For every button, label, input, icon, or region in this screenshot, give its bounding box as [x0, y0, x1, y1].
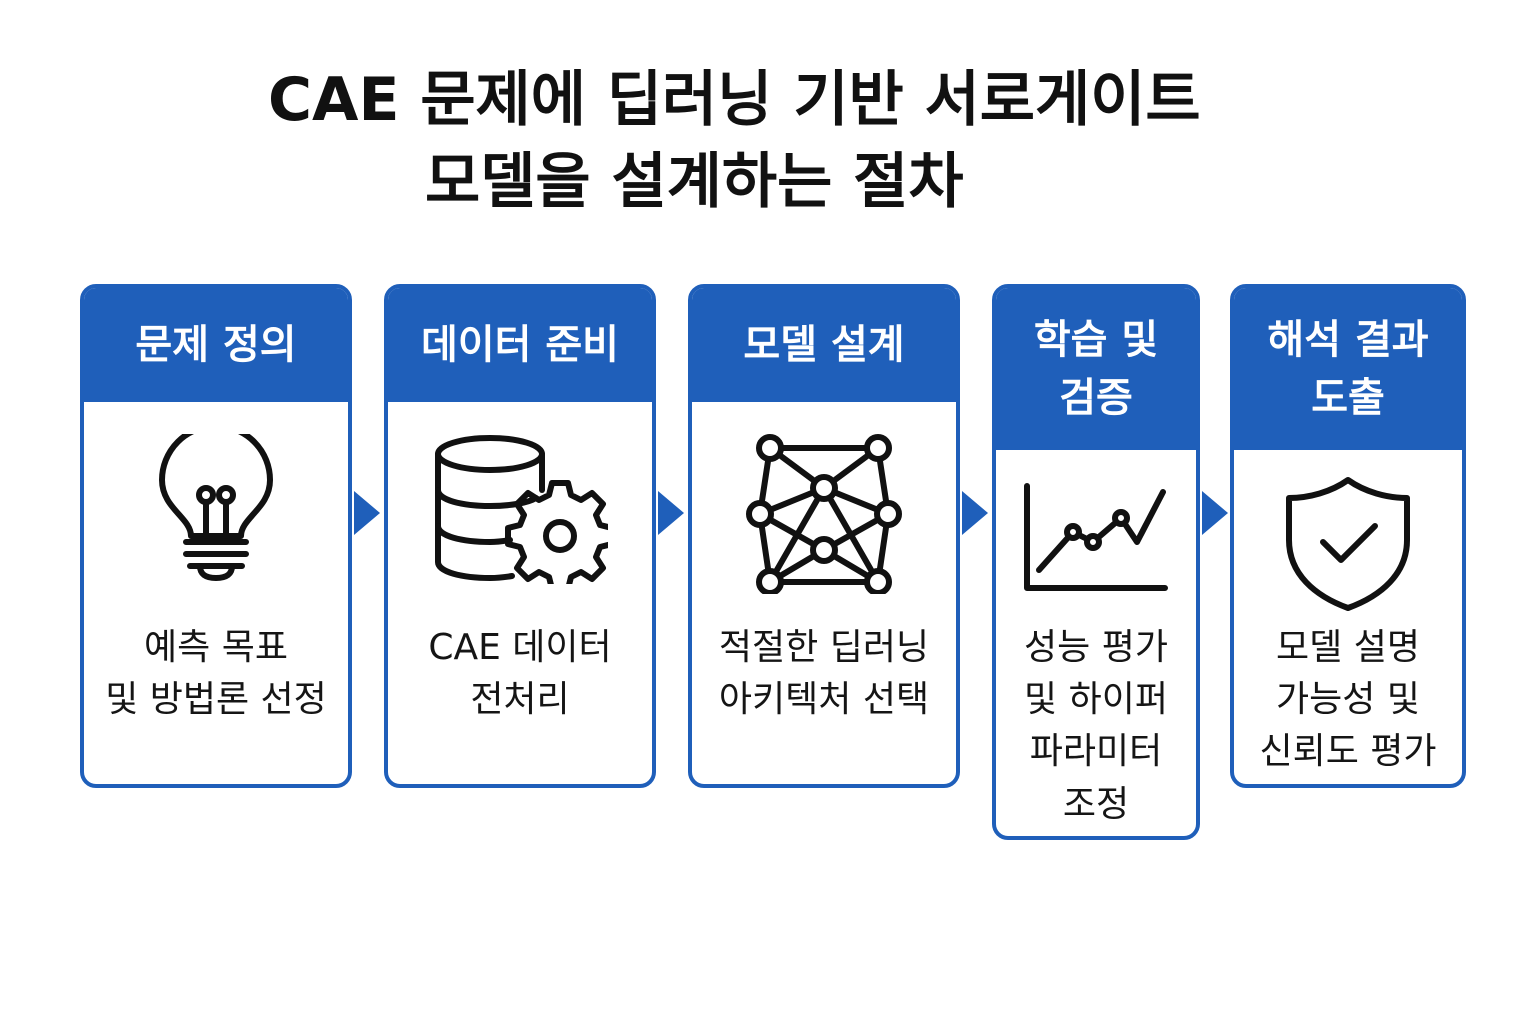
step-description: 적절한 딥러닝 아키텍처 선택	[692, 622, 956, 726]
step-header-line: 문제 정의	[135, 322, 297, 368]
step-description: CAE 데이터 전처리	[388, 622, 652, 726]
step-data-preparation: 데이터 준비 CAE 데이터 전처리	[384, 284, 656, 788]
step-header-line: 검증	[1059, 375, 1133, 421]
step-description-line: 및 방법론 선정	[105, 679, 327, 721]
flow-arrow	[354, 491, 380, 535]
step-header-line: 해석 결과	[1267, 317, 1429, 363]
shield-check-icon	[1234, 474, 1462, 612]
step-description-line: 전처리	[470, 679, 570, 721]
step-header: 모델 설계	[692, 288, 956, 402]
flow-arrow	[658, 491, 684, 535]
title-line-1: CAE 문제에 딥러닝 기반 서로게이트	[268, 65, 1201, 135]
step-header: 해석 결과 도출	[1234, 288, 1462, 450]
step-description-line: 적절한 딥러닝	[718, 627, 930, 668]
step-description-line: 파라미터	[1029, 731, 1163, 773]
step-description: 예측 목표 및 방법론 선정	[84, 622, 348, 726]
step-header-line: 학습 및	[1033, 317, 1159, 363]
step-description: 성능 평가 및 하이퍼 파라미터 조정	[996, 622, 1196, 831]
step-description: 모델 설명 가능성 및 신뢰도 평가	[1234, 622, 1462, 779]
step-description-line: 가능성 및	[1276, 679, 1420, 721]
neural-network-icon	[692, 434, 956, 594]
step-description-line: 및 하이퍼	[1024, 679, 1168, 721]
step-description-line: 아키텍처 선택	[718, 679, 930, 721]
step-description-line: 조정	[1062, 783, 1130, 825]
step-header-line: 모델 설계	[743, 322, 905, 368]
step-description-line: 신뢰도 평가	[1259, 731, 1437, 773]
step-problem-definition: 문제 정의 예측 목표 및 방법론 선정	[80, 284, 352, 788]
step-header: 데이터 준비	[388, 288, 652, 402]
title-line-2: 모델을 설계하는 절차	[425, 147, 964, 217]
step-description-line: 예측 목표	[144, 627, 288, 668]
step-header: 학습 및 검증	[996, 288, 1196, 450]
flow-arrow	[962, 491, 988, 535]
step-training-validation: 학습 및 검증 성능 평가 및 하이퍼 파라미터 조정	[992, 284, 1200, 840]
step-header-line: 도출	[1311, 375, 1385, 421]
step-model-design: 모델 설계 적절한 딥러닝	[688, 284, 960, 788]
step-description-line: CAE 데이터	[428, 627, 612, 668]
database-gear-icon	[388, 434, 652, 584]
step-description-line: 성능 평가	[1024, 627, 1168, 668]
step-header: 문제 정의	[84, 288, 348, 402]
step-description-line: 모델 설명	[1276, 627, 1420, 668]
line-chart-icon	[996, 482, 1196, 594]
flow-arrow	[1202, 491, 1228, 535]
step-header-line: 데이터 준비	[421, 322, 619, 368]
lightbulb-icon	[84, 434, 348, 584]
step-result-derivation: 해석 결과 도출 모델 설명 가능성 및 신뢰도 평가	[1230, 284, 1466, 788]
